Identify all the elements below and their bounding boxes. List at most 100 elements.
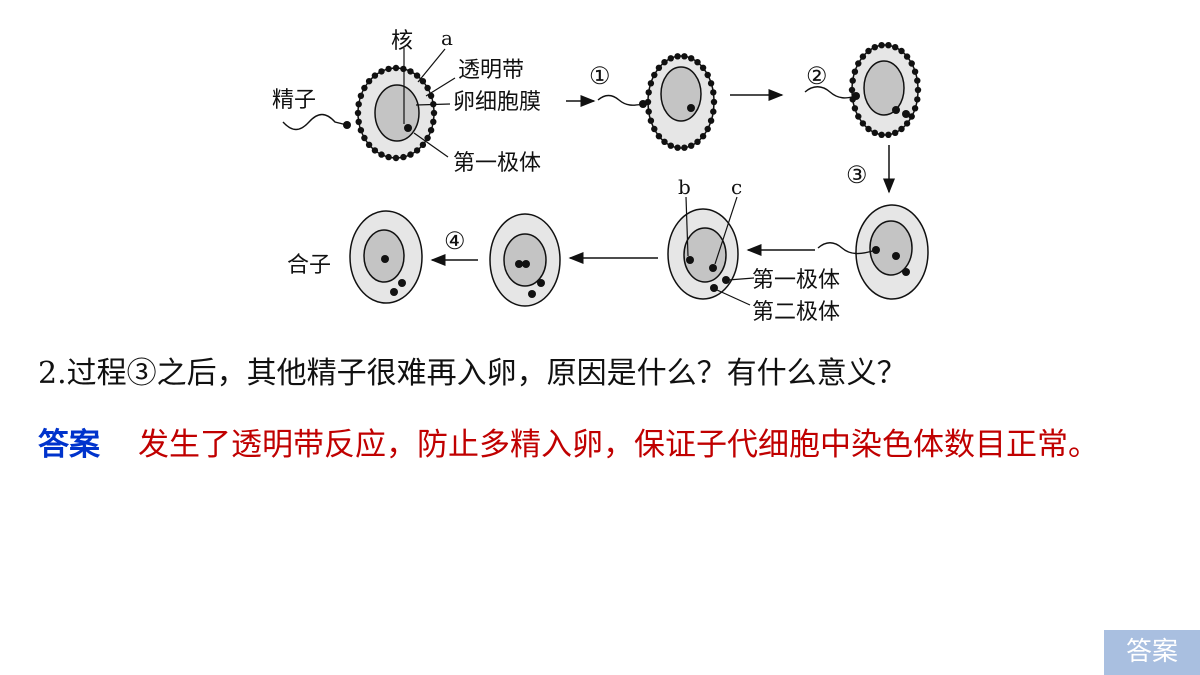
- zona-dot: [424, 134, 431, 142]
- zona-dot: [645, 89, 652, 96]
- zona-pellucida-label: 透明带: [458, 58, 524, 83]
- zona-dot: [355, 118, 362, 126]
- zona-dot: [710, 98, 718, 106]
- fertilization-diagram: 核 a 透明带 精子 卵细胞膜 第一极体 ① ② ③ b c 第一极体 第二极体…: [272, 26, 929, 325]
- zona-dot: [871, 129, 878, 136]
- question-text: 2.过程③之后，其他精子很难再入卵，原因是什么？有什么意义？: [38, 356, 907, 391]
- zygote-cell: [349, 210, 423, 304]
- zona-dot: [661, 59, 668, 66]
- zona-dot: [674, 144, 681, 151]
- zona-dot: [914, 77, 921, 84]
- zona-dot: [911, 68, 919, 75]
- zona-dots: [848, 42, 922, 138]
- zona-dot: [865, 47, 872, 55]
- process-arrows: [430, 89, 895, 266]
- first-polar-body-label: 第一极体: [453, 151, 541, 176]
- zona-dot: [427, 127, 435, 134]
- zona-dot: [892, 44, 899, 51]
- zona-dot: [365, 141, 373, 148]
- zona-dot: [371, 147, 379, 154]
- zona-dot: [914, 86, 922, 94]
- zona-dot: [851, 68, 859, 75]
- zona-dot: [430, 118, 437, 126]
- zona-dot: [707, 117, 715, 124]
- zona-dot: [903, 53, 911, 60]
- zona-dot: [898, 125, 905, 133]
- zona-dot: [651, 71, 658, 79]
- zona-dot: [647, 117, 655, 124]
- zona-dot: [688, 55, 695, 62]
- egg-cell-pronuclei: [489, 213, 561, 307]
- answer-tag: 答案: [38, 427, 100, 463]
- zona-dot: [871, 44, 878, 51]
- zona-dot: [704, 125, 711, 133]
- answer-text: 发生了透明带反应，防止多精入卵，保证子代细胞中染色体数目正常。: [138, 427, 1099, 463]
- zona-dot: [681, 144, 688, 151]
- zona-dot: [710, 89, 717, 96]
- zona-dot: [378, 68, 385, 75]
- step-3-label: ③: [846, 161, 868, 189]
- zona-dot: [903, 120, 911, 127]
- egg-cell-polar-bodies: [667, 196, 755, 306]
- zona-dot: [707, 80, 715, 87]
- zona-dot: [885, 131, 892, 138]
- answer-button[interactable]: 答案: [1104, 630, 1200, 675]
- zona-dot: [400, 65, 407, 73]
- zona-dot: [407, 151, 414, 158]
- zona-dot: [681, 53, 688, 60]
- zona-dot: [710, 108, 717, 115]
- zona-dot: [424, 84, 431, 92]
- zona-dot: [855, 60, 862, 67]
- zona-dot: [848, 86, 856, 94]
- zona-dot: [865, 125, 872, 133]
- egg-membrane-label: 卵细胞膜: [453, 90, 541, 115]
- step-1-label: ①: [589, 62, 611, 90]
- zona-dot: [911, 105, 919, 112]
- zona-dot: [361, 134, 368, 142]
- zona-dot: [645, 108, 652, 115]
- zona-dot: [357, 92, 365, 100]
- zona-dot: [878, 131, 885, 138]
- zona-dot: [885, 42, 892, 49]
- zona-dot: [371, 72, 379, 79]
- label-a: a: [441, 26, 453, 50]
- zona-dot: [878, 42, 885, 49]
- zona-dot: [354, 109, 362, 117]
- zona-dots: [644, 53, 718, 151]
- zona-dot: [413, 147, 421, 154]
- zona-dot: [392, 64, 400, 72]
- zona-dot: [688, 142, 695, 149]
- zona-dot: [704, 71, 711, 79]
- zona-dot: [667, 142, 674, 149]
- zona-dot: [855, 113, 862, 120]
- step-2-label: ②: [806, 62, 828, 90]
- zona-dot: [859, 120, 867, 127]
- egg-cell-step2: [804, 42, 922, 138]
- zona-dot: [694, 59, 701, 66]
- sperm-label: 精子: [272, 88, 316, 113]
- zona-dot: [667, 55, 674, 62]
- zona-dot: [400, 153, 407, 161]
- zona-dot: [419, 141, 427, 148]
- zona-dot: [430, 109, 438, 117]
- egg-cell-step3: [817, 204, 929, 300]
- zona-dot: [859, 53, 867, 60]
- zona-dot: [365, 78, 373, 85]
- zona-dot: [419, 78, 427, 85]
- second-polar-body-label: 第二极体: [752, 300, 840, 325]
- zona-dot: [908, 60, 915, 67]
- egg-cell-initial: [282, 48, 456, 162]
- zona-dot: [413, 72, 421, 79]
- zona-dot: [392, 154, 400, 162]
- zona-dot: [851, 105, 859, 112]
- zona-dot: [378, 151, 385, 158]
- zona-dot: [699, 64, 707, 72]
- label-c: c: [731, 175, 742, 199]
- zona-dot: [674, 53, 681, 60]
- first-polar-body-label-2: 第一极体: [752, 268, 840, 293]
- zona-dot: [655, 133, 663, 140]
- zona-dot: [407, 68, 414, 75]
- zona-dot: [385, 65, 392, 73]
- zona-dot: [699, 133, 707, 140]
- zona-dots: [354, 64, 438, 162]
